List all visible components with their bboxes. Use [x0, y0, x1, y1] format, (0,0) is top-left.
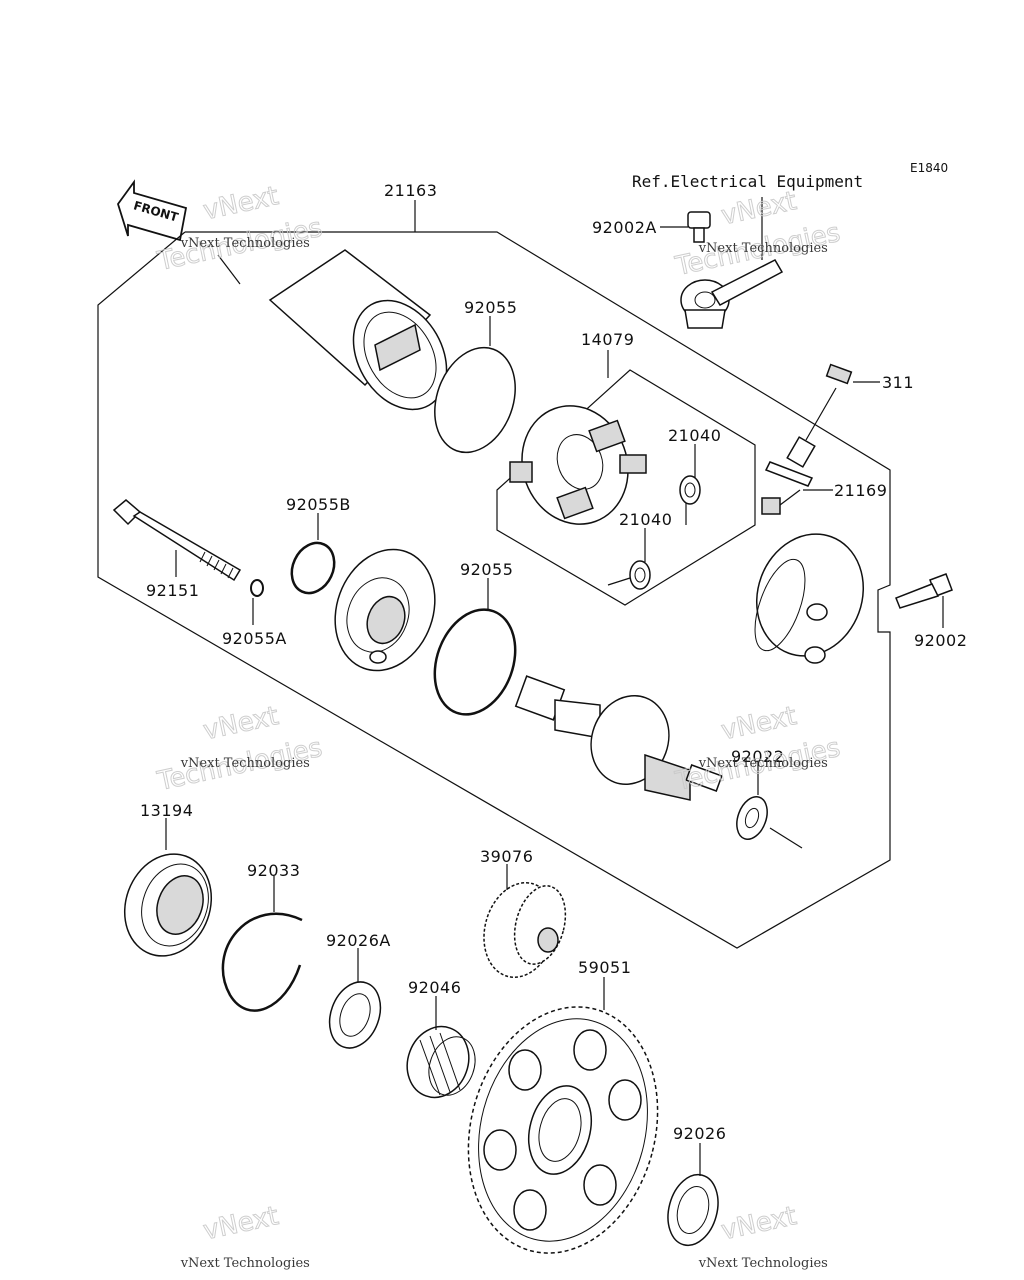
brush-holder-box	[496, 369, 756, 606]
assembly-outline	[97, 231, 891, 949]
o-ring-92055b	[290, 541, 336, 595]
snap-ring-92033	[221, 912, 303, 1012]
part-label: 21040	[668, 426, 721, 445]
diagram-id: E1840	[910, 161, 948, 175]
part-label: 21169	[834, 481, 887, 500]
svg-text:vNext: vNext	[201, 1201, 282, 1246]
part-label: 92046	[408, 978, 461, 997]
part-label: 92002	[914, 631, 967, 650]
part-label: 92002A	[592, 218, 657, 237]
terminal-lead	[680, 259, 784, 329]
svg-text:vNext: vNext	[719, 186, 800, 231]
part-label: 311	[882, 373, 914, 392]
through-bolt-92151	[112, 499, 242, 582]
svg-text:vNext: vNext	[719, 1201, 800, 1246]
svg-text:vNext Technologies: vNext Technologies	[698, 241, 828, 256]
part-labels: 21163 92002A 92055 14079 311 21040 21040…	[140, 181, 967, 1143]
part-label: 92055B	[286, 495, 351, 514]
part-label: 13194	[140, 801, 193, 820]
part-label: 92026A	[326, 931, 391, 950]
washer-92026	[667, 1173, 719, 1247]
svg-text:vNext Technologies: vNext Technologies	[698, 756, 828, 771]
bolt-92002	[895, 573, 953, 609]
yoke-housing	[217, 249, 448, 411]
svg-text:vNext Technologies: vNext Technologies	[180, 756, 310, 771]
part-label: 92151	[146, 581, 199, 600]
armature	[514, 675, 723, 801]
svg-text:vNext Technologies: vNext Technologies	[698, 1256, 828, 1271]
brush-holder	[509, 405, 647, 525]
part-label: 92022	[731, 747, 784, 766]
part-label: 59051	[578, 958, 631, 977]
spring-21040-upper	[679, 475, 701, 525]
end-cover	[754, 533, 865, 664]
svg-text:vNext: vNext	[719, 701, 800, 746]
part-label: 92055	[464, 298, 517, 317]
front-cover	[334, 548, 436, 672]
part-label: 39076	[480, 847, 533, 866]
washer-92022	[736, 796, 768, 840]
o-ring-92055-middle	[433, 608, 517, 716]
part-label: 92033	[247, 861, 300, 880]
svg-text:vNext Technologies: vNext Technologies	[180, 236, 310, 251]
idler-gear-39076	[483, 882, 567, 978]
part-label: 21040	[619, 510, 672, 529]
svg-text:vNext Technologies: vNext Technologies	[180, 1256, 310, 1271]
o-ring-92055-top	[434, 346, 516, 454]
washer-92026a	[328, 981, 382, 1049]
spring-21040-lower	[607, 560, 651, 590]
o-ring-92055a	[250, 579, 264, 597]
bolt-92002a	[687, 211, 711, 243]
watermark: vNext Technologies vNext Technologies	[154, 701, 326, 798]
watermark: vNext vNext Technologies	[180, 1201, 310, 1272]
svg-text:vNext: vNext	[201, 701, 282, 746]
terminal-cap-311	[825, 363, 853, 385]
part-label: 92055	[460, 560, 513, 579]
needle-bearing-92046	[406, 1025, 476, 1099]
reference-note: Ref.Electrical Equipment	[632, 172, 863, 191]
part-label: 92055A	[222, 629, 287, 648]
front-arrow-icon: FRONT	[117, 179, 188, 242]
part-label: 92026	[673, 1124, 726, 1143]
one-way-clutch-13194	[123, 853, 213, 957]
terminal-bolt-21169	[761, 387, 837, 515]
starter-gear-59051	[467, 1006, 659, 1254]
part-label: 14079	[581, 330, 634, 349]
part-label: 21163	[384, 181, 437, 200]
svg-text:vNext: vNext	[201, 181, 282, 226]
